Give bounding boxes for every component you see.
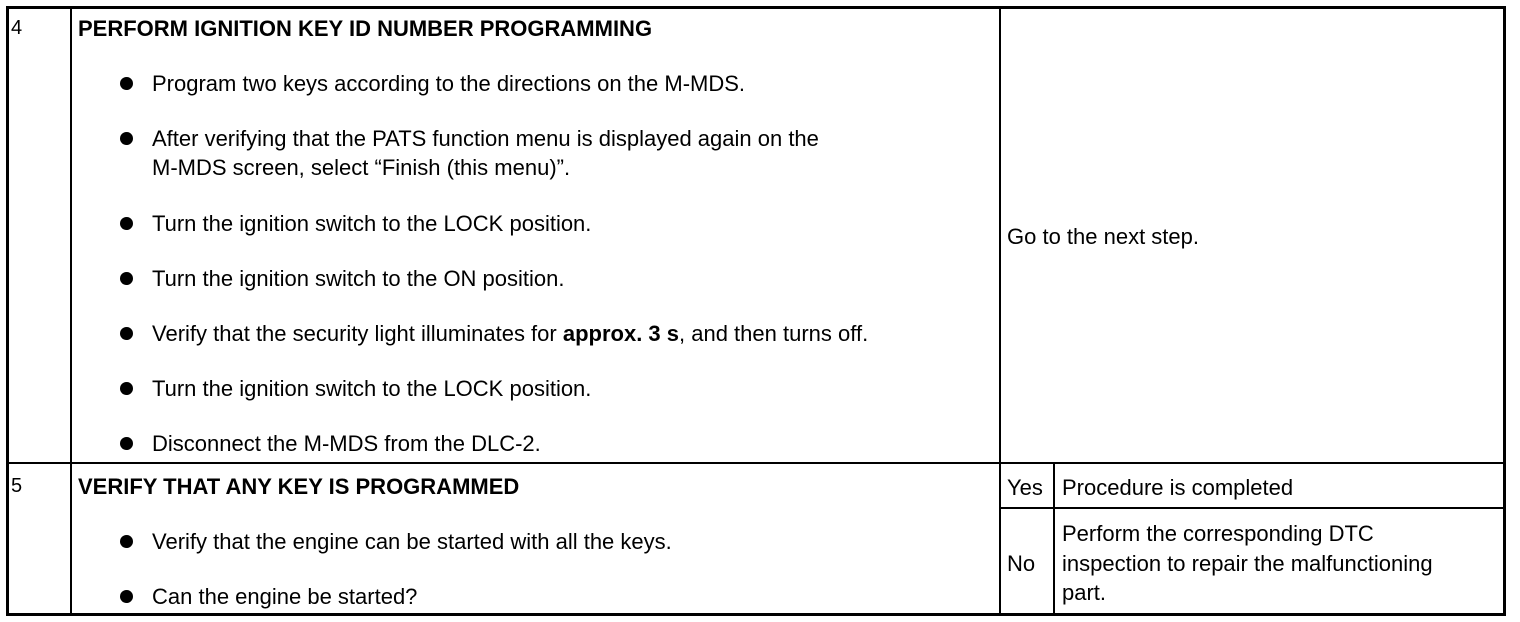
yes-label: Yes — [1007, 475, 1043, 500]
step-title: PERFORM IGNITION KEY ID NUMBER PROGRAMMI… — [78, 16, 653, 41]
step-title: VERIFY THAT ANY KEY IS PROGRAMMED — [78, 474, 520, 499]
yes-action: Procedure is completed — [1062, 475, 1294, 500]
bullet-icon — [120, 77, 133, 90]
bullet-icon — [120, 272, 133, 285]
emphasized-duration: approx. 3 s — [562, 321, 680, 346]
list-item: Verify that the security light illuminat… — [152, 319, 868, 348]
list-item: Turn the ignition switch to the ON posit… — [152, 266, 565, 291]
list-item-continuation: M-MDS screen, select “Finish (this menu)… — [152, 155, 571, 180]
list-item: Turn the ignition switch to the LOCK pos… — [152, 376, 592, 401]
list-item: Can the engine be started? — [152, 584, 418, 609]
list-item-text: Verify that the security light illuminat… — [152, 321, 563, 346]
row-divider — [6, 462, 1506, 464]
list-item: After verifying that the PATS function m… — [152, 126, 819, 151]
step-number: 4 — [11, 17, 23, 39]
list-item: Turn the ignition switch to the LOCK pos… — [152, 211, 592, 236]
procedure-table — [6, 6, 1506, 616]
list-item-text: , and then turns off. — [679, 321, 869, 346]
no-action-line: Perform the corresponding DTC — [1062, 521, 1374, 546]
bullet-icon — [120, 217, 133, 230]
no-action-line: inspection to repair the malfunctioning — [1062, 551, 1433, 576]
action-text: Go to the next step. — [1007, 224, 1200, 249]
bullet-icon — [120, 382, 133, 395]
list-item: Program two keys according to the direct… — [152, 71, 746, 96]
column-divider-yes-no — [1053, 463, 1055, 616]
bullet-icon — [120, 590, 133, 603]
list-item: Disconnect the M-MDS from the DLC-2. — [152, 431, 541, 456]
bullet-icon — [120, 327, 133, 340]
column-divider-action — [999, 6, 1001, 616]
no-label: No — [1007, 551, 1036, 576]
yes-no-divider — [1000, 507, 1506, 509]
no-action-line: part. — [1062, 580, 1107, 605]
bullet-icon — [120, 535, 133, 548]
bullet-icon — [120, 132, 133, 145]
bullet-icon — [120, 437, 133, 450]
column-divider-step — [70, 6, 72, 616]
step-number: 5 — [11, 475, 23, 497]
list-item: Verify that the engine can be started wi… — [152, 529, 672, 554]
